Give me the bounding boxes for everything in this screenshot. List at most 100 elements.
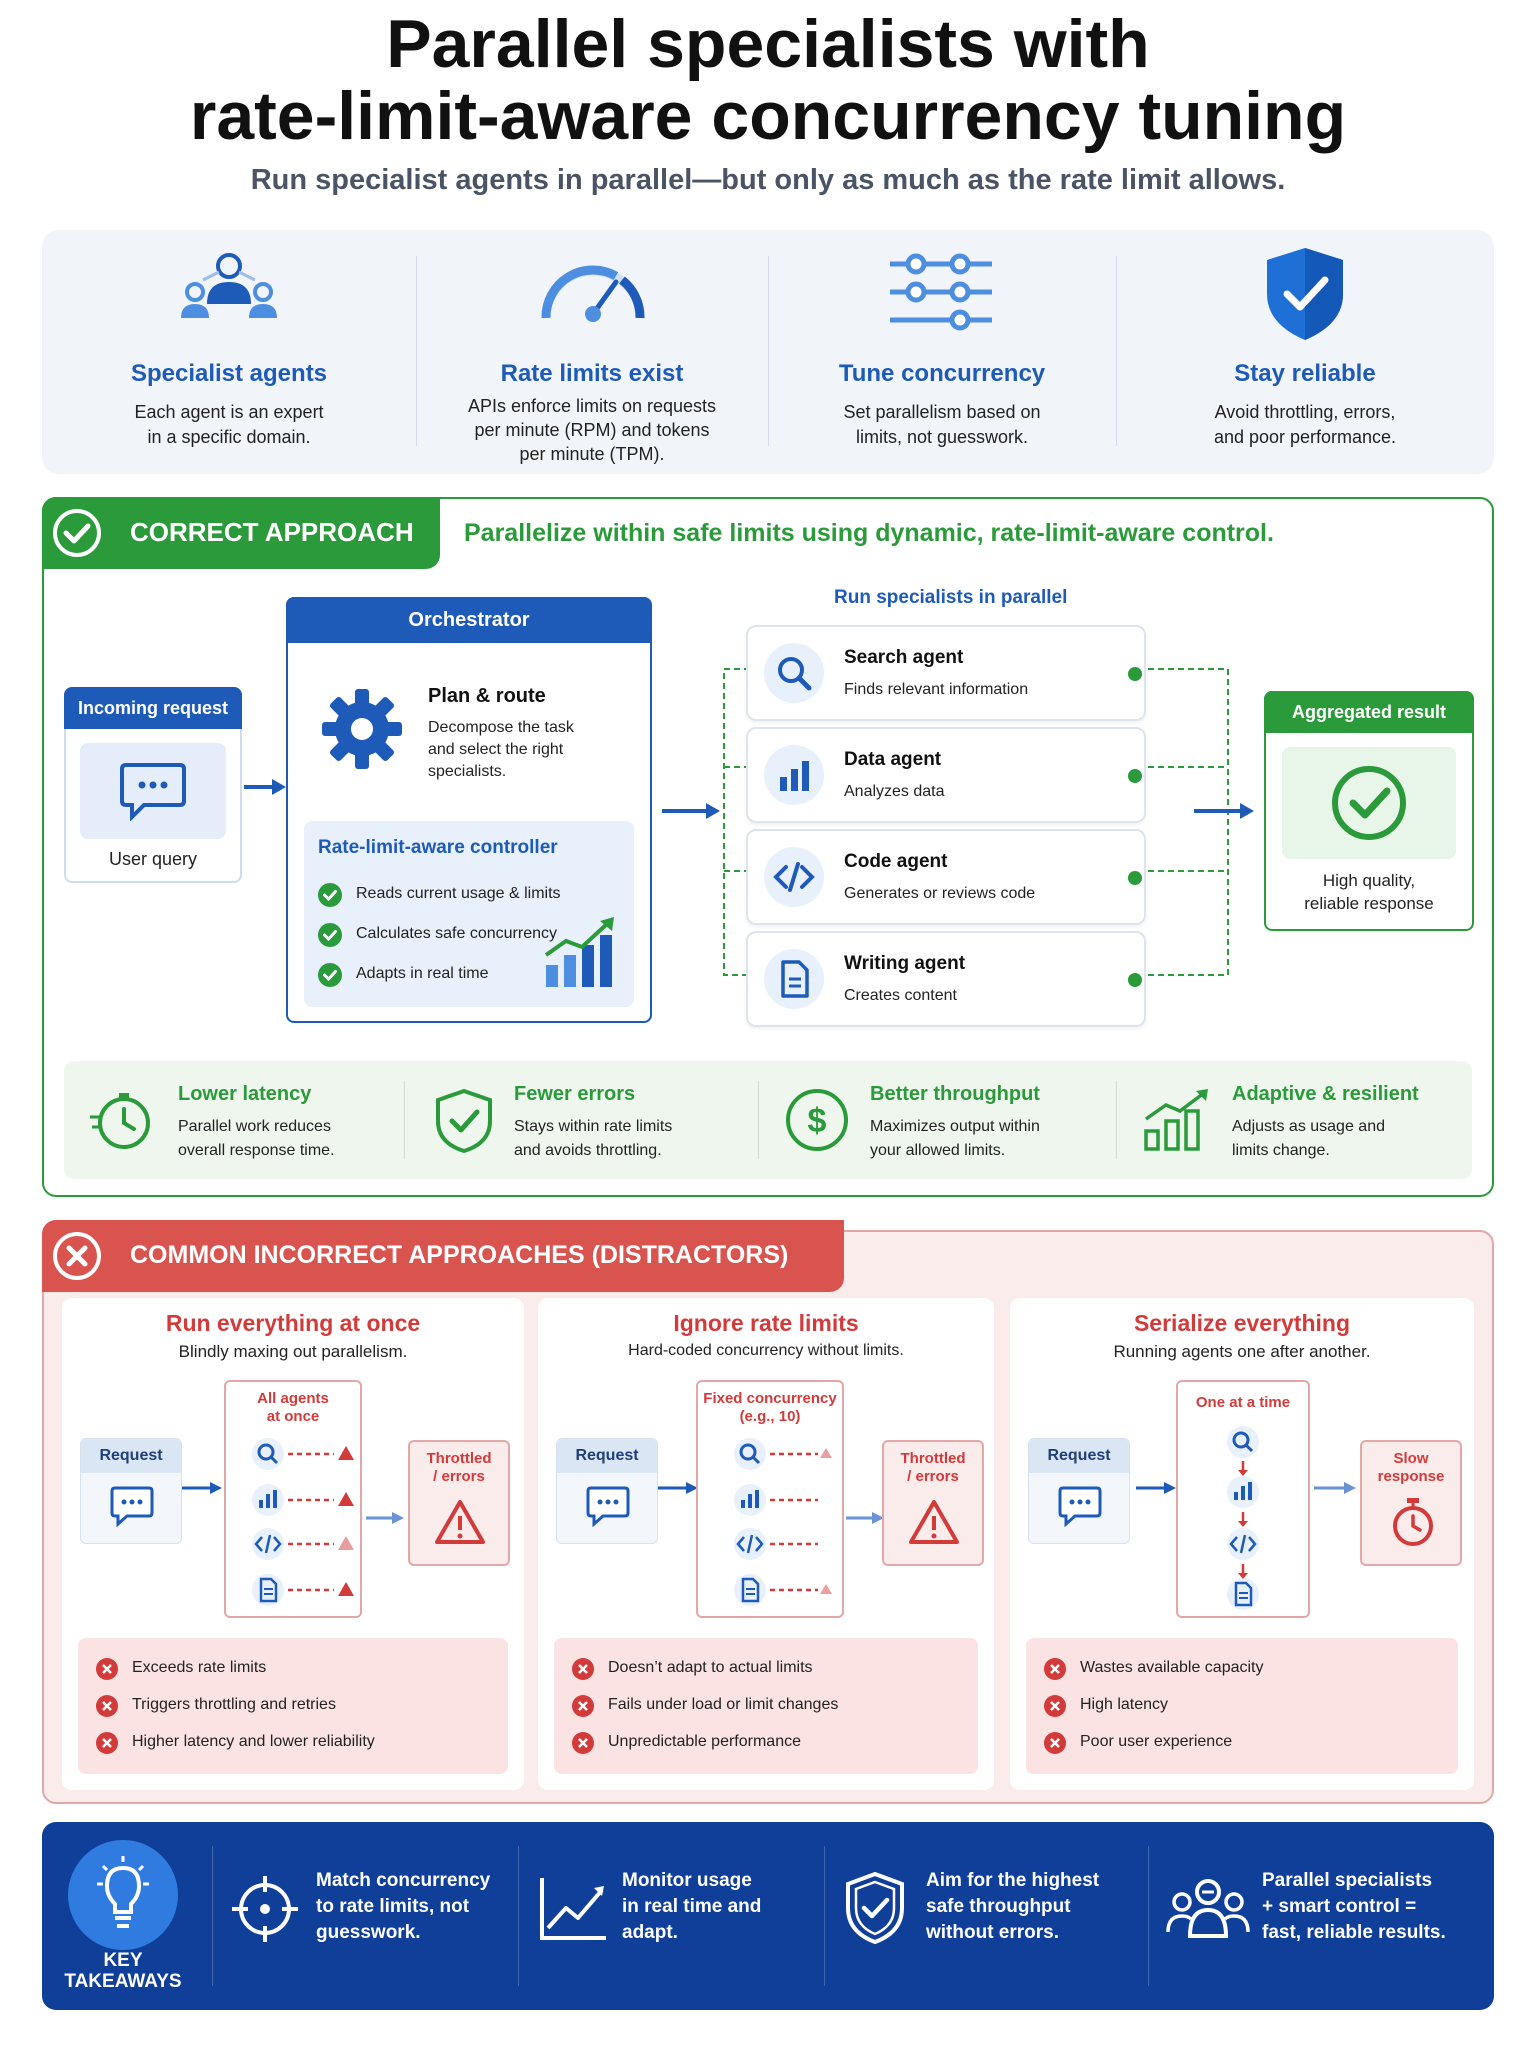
- controller-box: Rate-limit-aware controller Reads curren…: [304, 821, 634, 1007]
- shield-check-icon: [846, 1871, 904, 1945]
- target-crosshair-icon: [232, 1876, 298, 1942]
- arrow-right-icon: [1136, 1482, 1176, 1494]
- request-card: Request: [1028, 1438, 1130, 1544]
- takeaway-item: Parallel specialists+ smart control =fas…: [1166, 1866, 1486, 1956]
- x-circle-icon: [1044, 1732, 1066, 1754]
- stopwatch-icon: [1393, 1498, 1433, 1546]
- intro-strip: Specialist agents Each agent is an exper…: [42, 230, 1494, 474]
- panel-subtitle: Hard-coded concurrency without limits.: [628, 1342, 904, 1359]
- warning-icon: [909, 1500, 959, 1544]
- shield-check-icon: [1267, 248, 1343, 340]
- intro-divider: [768, 256, 769, 446]
- arrow-right-icon: [182, 1482, 222, 1494]
- arrow-right-icon: [846, 1512, 884, 1524]
- speedometer-icon: [541, 265, 645, 322]
- aggregated-result-card: Aggregated result High quality,reliable …: [1264, 691, 1474, 931]
- svg-text:$: $: [808, 1102, 827, 1140]
- parallel-connector-left: [723, 668, 750, 976]
- lightbulb-icon: [97, 1856, 149, 1928]
- arrow-right-icon: [658, 1482, 698, 1494]
- outcome-card: Throttled/ errors: [882, 1440, 984, 1566]
- x-circle-icon: [572, 1732, 594, 1754]
- shield-check-icon: [436, 1088, 492, 1154]
- agent-card-code: Code agent Generates or reviews code: [746, 829, 1146, 925]
- magnifier-icon: [734, 1438, 766, 1470]
- intro-title: Rate limits exist: [500, 360, 684, 387]
- incoming-request-card: Incoming request User query: [64, 687, 242, 883]
- document-icon: [252, 1574, 284, 1606]
- growth-chart-icon: [544, 917, 614, 987]
- intro-desc: Avoid throttling, errors,and poor perfor…: [1213, 402, 1397, 447]
- x-circle-icon: [1044, 1658, 1066, 1680]
- x-circle-icon: [572, 1695, 594, 1717]
- status-dot: [1128, 769, 1142, 783]
- intro-item-rate-limits: Rate limits exist APIs enforce limits on…: [416, 230, 768, 474]
- agent-card-search: Search agent Finds relevant information: [746, 625, 1146, 721]
- warning-icon: [435, 1500, 485, 1544]
- intro-title: Tune concurrency: [838, 360, 1046, 387]
- document-icon: [1227, 1578, 1259, 1610]
- panel-title: Run everything at once: [165, 1310, 421, 1336]
- chat-bubble-icon: [110, 1486, 154, 1527]
- agent-icons-stack: [734, 1438, 832, 1606]
- warning-icon: [338, 1446, 354, 1596]
- panel-title: Ignore rate limits: [673, 1310, 859, 1336]
- x-circle-icon: [1044, 1695, 1066, 1717]
- green-check-icon: [318, 883, 342, 907]
- intro-item-tune: Tune concurrency Set parallelism based o…: [768, 230, 1116, 474]
- benefit-divider: [404, 1081, 405, 1159]
- gear-icon: [322, 689, 402, 769]
- agent-icons-stack: [1227, 1426, 1259, 1610]
- incorrect-badge: COMMON INCORRECT APPROACHES (DISTRACTORS…: [42, 1220, 844, 1292]
- orchestrator-header: Orchestrator: [286, 597, 652, 643]
- incorrect-badge-label: COMMON INCORRECT APPROACHES (DISTRACTORS…: [130, 1241, 789, 1269]
- correct-tagline: Parallelize within safe limits using dyn…: [464, 519, 1274, 547]
- takeaway-divider: [212, 1846, 213, 1986]
- intro-title: Specialist agents: [130, 360, 328, 387]
- arrow-right-icon: [662, 803, 720, 819]
- status-dot: [1128, 667, 1142, 681]
- bar-chart-icon: [764, 745, 824, 805]
- arrow-right-icon: [366, 1512, 404, 1524]
- page-title: Parallel specialists with rate-limit-awa…: [0, 8, 1536, 152]
- x-circle-icon: [96, 1695, 118, 1717]
- title-line-1: Parallel specialists with: [386, 6, 1150, 82]
- parallel-connector-right: [1138, 668, 1229, 976]
- status-dot: [1128, 973, 1142, 987]
- bar-chart-icon: [734, 1484, 766, 1516]
- aggregated-result-header: Aggregated result: [1264, 691, 1474, 733]
- panel-subtitle: Running agents one after another.: [1113, 1342, 1371, 1361]
- benefit-adaptive: Adaptive & resilient Adjusts as usage an…: [1116, 1061, 1472, 1179]
- bar-chart-icon: [1227, 1476, 1259, 1508]
- page-subtitle: Run specialist agents in parallel—but on…: [250, 164, 1286, 196]
- takeaway-divider: [518, 1846, 519, 1986]
- check-circle-icon: [1332, 766, 1406, 840]
- benefit-divider: [758, 1081, 759, 1159]
- agent-card-writing: Writing agent Creates content: [746, 931, 1146, 1027]
- benefit-divider: [1116, 1081, 1117, 1159]
- document-icon: [764, 949, 824, 1009]
- specialist-agents-icon: [181, 253, 277, 318]
- sliders-icon: [890, 253, 992, 331]
- incoming-request-header: Incoming request: [64, 687, 242, 729]
- arrow-right-icon: [1194, 803, 1254, 819]
- code-icon: [734, 1528, 766, 1560]
- x-circle-icon: [96, 1732, 118, 1754]
- orchestrator-card: Orchestrator Plan & route Decompose the …: [286, 597, 652, 1023]
- agent-icons-stack: [252, 1438, 354, 1606]
- bar-chart-icon: [252, 1484, 284, 1516]
- x-circle-icon: [53, 1232, 101, 1280]
- status-dot: [1128, 871, 1142, 885]
- title-line-2: rate-limit-aware concurrency tuning: [189, 78, 1347, 154]
- arrow-right-icon: [1314, 1482, 1356, 1494]
- bullet-box: Doesn’t adapt to actual limits Fails und…: [554, 1638, 978, 1774]
- panel-subtitle: Blindly maxing out parallelism.: [178, 1342, 408, 1361]
- chat-bubble-tile: [80, 743, 226, 839]
